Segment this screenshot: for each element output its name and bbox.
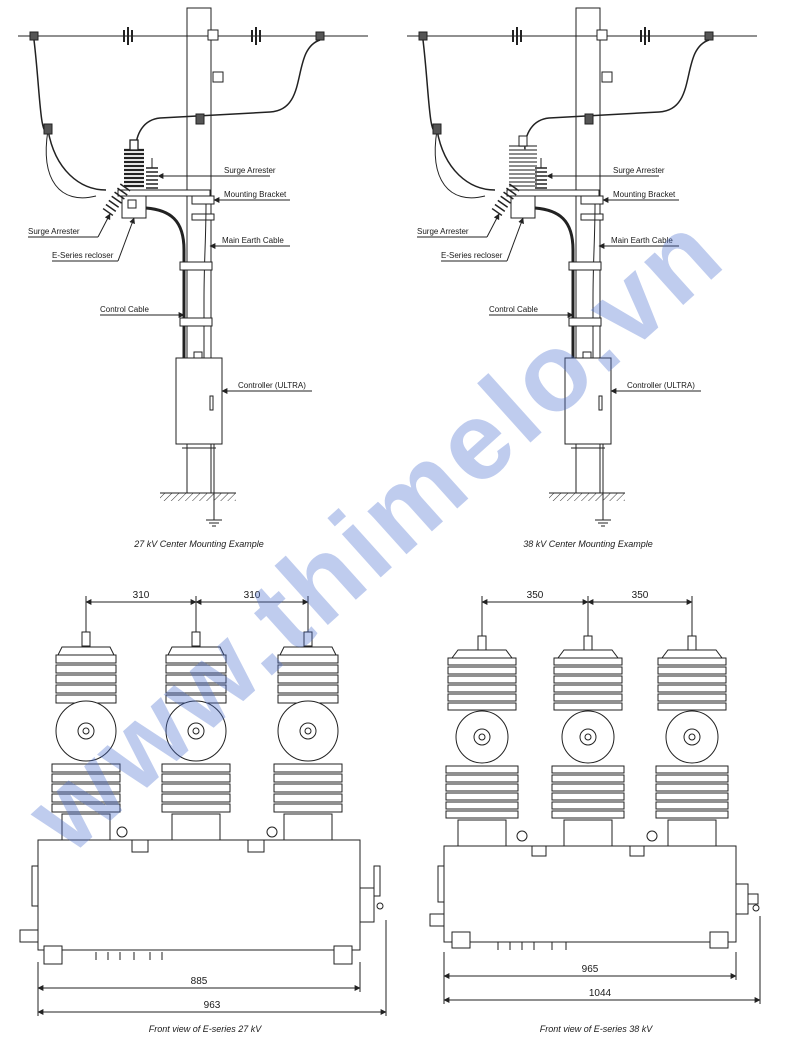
label-surge-arrester-right: Surge Arrester — [224, 166, 276, 175]
droop-cable — [33, 39, 107, 191]
label-controller: Controller (ULTRA) — [627, 381, 695, 390]
mounting-bracket — [191, 195, 215, 205]
caption-front-view-38kv: Front view of E-series 38 kV — [540, 1024, 654, 1034]
surge-arrester — [146, 158, 158, 189]
dim-overall-width: 963 — [204, 1000, 221, 1011]
control-cable — [534, 206, 575, 360]
pole-unit — [551, 635, 625, 847]
label-control-cable: Control Cable — [489, 305, 538, 314]
pole-mounting-38kv — [407, 7, 757, 527]
surge-arrester — [491, 183, 520, 217]
label-mounting-bracket: Mounting Bracket — [613, 190, 676, 199]
pole-unit — [161, 631, 231, 841]
recloser-tank — [443, 845, 737, 943]
droop-cable — [422, 39, 496, 191]
label-controller: Controller (ULTRA) — [238, 381, 306, 390]
front-view-38kv: 350 350 — [429, 590, 761, 1004]
label-recloser: E-Series recloser — [441, 251, 503, 260]
dim-inner-width: 965 — [582, 964, 599, 975]
dim-phase-spacing-2: 350 — [632, 590, 649, 601]
label-mounting-bracket: Mounting Bracket — [224, 190, 287, 199]
droop-cable — [135, 39, 321, 151]
line-insulator — [640, 27, 650, 45]
pole-mounting-27kv — [18, 7, 368, 527]
earth-cable — [203, 203, 207, 360]
controller-cabinet — [175, 357, 223, 445]
dim-phase-spacing-1: 350 — [527, 590, 544, 601]
pole-unit — [273, 631, 343, 841]
dim-inner-width: 885 — [191, 976, 208, 987]
caption-front-view-27kv: Front view of E-series 27 kV — [149, 1024, 263, 1034]
pole-unit — [655, 635, 729, 847]
line-insulator — [123, 27, 133, 45]
surge-arrester — [535, 158, 547, 189]
line-insulator — [512, 27, 522, 45]
label-surge-arrester-left: Surge Arrester — [28, 227, 80, 236]
caption-38kv-mounting: 38 kV Center Mounting Example — [523, 539, 653, 549]
pole-unit — [445, 635, 519, 847]
earth-cable — [592, 203, 596, 360]
label-control-cable: Control Cable — [100, 305, 149, 314]
dim-phase-spacing-1: 310 — [133, 590, 150, 601]
recloser-bushing — [124, 139, 144, 188]
watermark: www.thimelo.vn — [3, 189, 747, 876]
label-main-earth-cable: Main Earth Cable — [611, 236, 673, 245]
control-cable — [145, 206, 186, 360]
front-view-27kv: 310 310 — [19, 590, 387, 1016]
labels-27kv: Surge Arrester Mounting Bracket Surge Ar… — [28, 166, 312, 549]
earth-symbol — [206, 519, 222, 527]
caption-27kv-mounting: 27 kV Center Mounting Example — [133, 539, 264, 549]
pole-unit — [51, 631, 121, 841]
label-main-earth-cable: Main Earth Cable — [222, 236, 284, 245]
recloser-body — [510, 193, 536, 219]
ground — [160, 493, 236, 501]
line-insulator — [251, 27, 261, 45]
dim-overall-width: 1044 — [589, 988, 612, 999]
surge-arrester — [102, 183, 131, 217]
label-surge-arrester-left: Surge Arrester — [417, 227, 469, 236]
mounting-bracket — [580, 195, 604, 205]
dim-phase-spacing-2: 310 — [244, 590, 261, 601]
label-surge-arrester-right: Surge Arrester — [613, 166, 665, 175]
recloser-bushing — [509, 135, 537, 187]
labels-38kv: Surge Arrester Mounting Bracket Surge Ar… — [417, 166, 701, 549]
ground — [549, 493, 625, 501]
label-recloser: E-Series recloser — [52, 251, 114, 260]
droop-cable — [524, 39, 710, 151]
earth-symbol — [595, 519, 611, 527]
controller-cabinet — [564, 357, 612, 445]
